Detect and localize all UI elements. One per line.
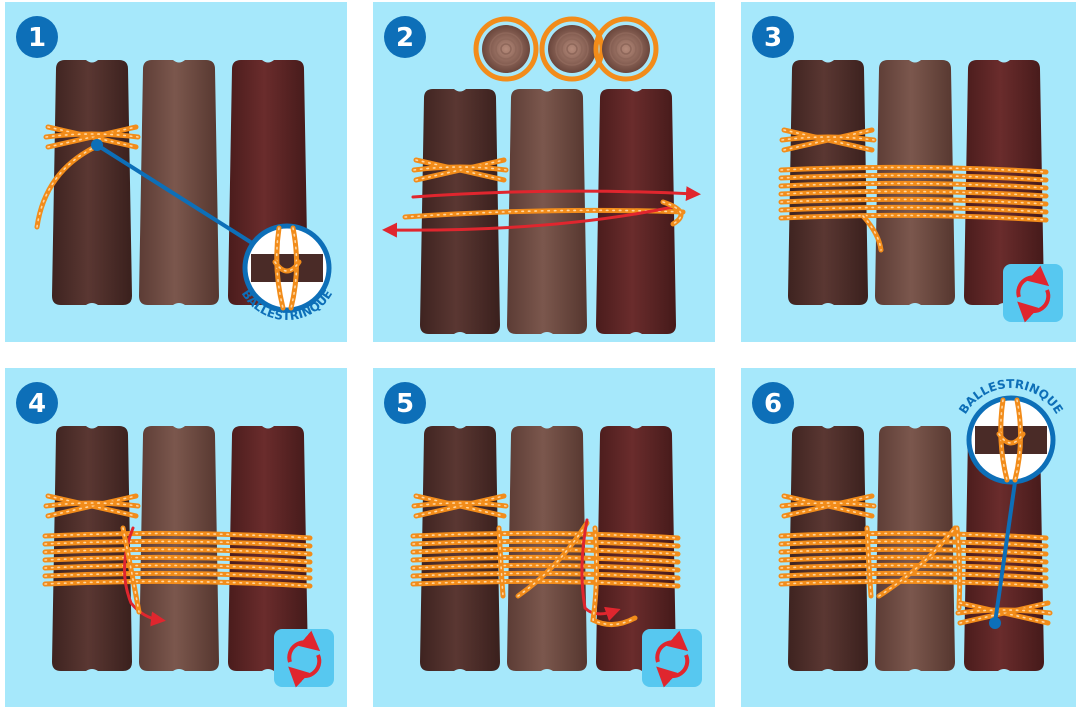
rotate-icon — [642, 629, 702, 687]
rotate-icon-bg — [1003, 264, 1063, 322]
rotate-icon-bg — [642, 629, 702, 687]
log-pole — [52, 60, 132, 305]
callout-dot — [989, 617, 1001, 629]
step-panel-5: 5 — [373, 368, 715, 707]
step-number-badge: 6 — [752, 382, 794, 424]
log-pole — [139, 60, 219, 305]
step-panel-2: 2 — [373, 2, 715, 342]
rotate-icon — [1003, 264, 1063, 322]
step-number: 4 — [28, 389, 46, 419]
step-number-badge: 4 — [16, 382, 58, 424]
step-number: 3 — [764, 23, 782, 53]
step-number: 5 — [396, 389, 414, 419]
log-end — [548, 25, 596, 73]
step-number-badge: 3 — [752, 16, 794, 58]
callout-log — [975, 426, 1047, 454]
step-number-badge: 5 — [384, 382, 426, 424]
step-number: 2 — [396, 23, 414, 53]
step-number: 6 — [764, 389, 782, 419]
callout-dot — [91, 139, 103, 151]
rope-frap — [957, 528, 960, 608]
log-end — [602, 25, 650, 73]
log-end — [482, 25, 530, 73]
rotate-icon — [274, 629, 334, 687]
callout-log — [251, 254, 323, 282]
step-number-badge: 2 — [384, 16, 426, 58]
step-panel-4: 4 — [5, 368, 347, 707]
step-number-badge: 1 — [16, 16, 58, 58]
rotate-icon-bg — [274, 629, 334, 687]
step-number: 1 — [28, 23, 46, 53]
step-panel-3: 3 — [741, 2, 1076, 342]
